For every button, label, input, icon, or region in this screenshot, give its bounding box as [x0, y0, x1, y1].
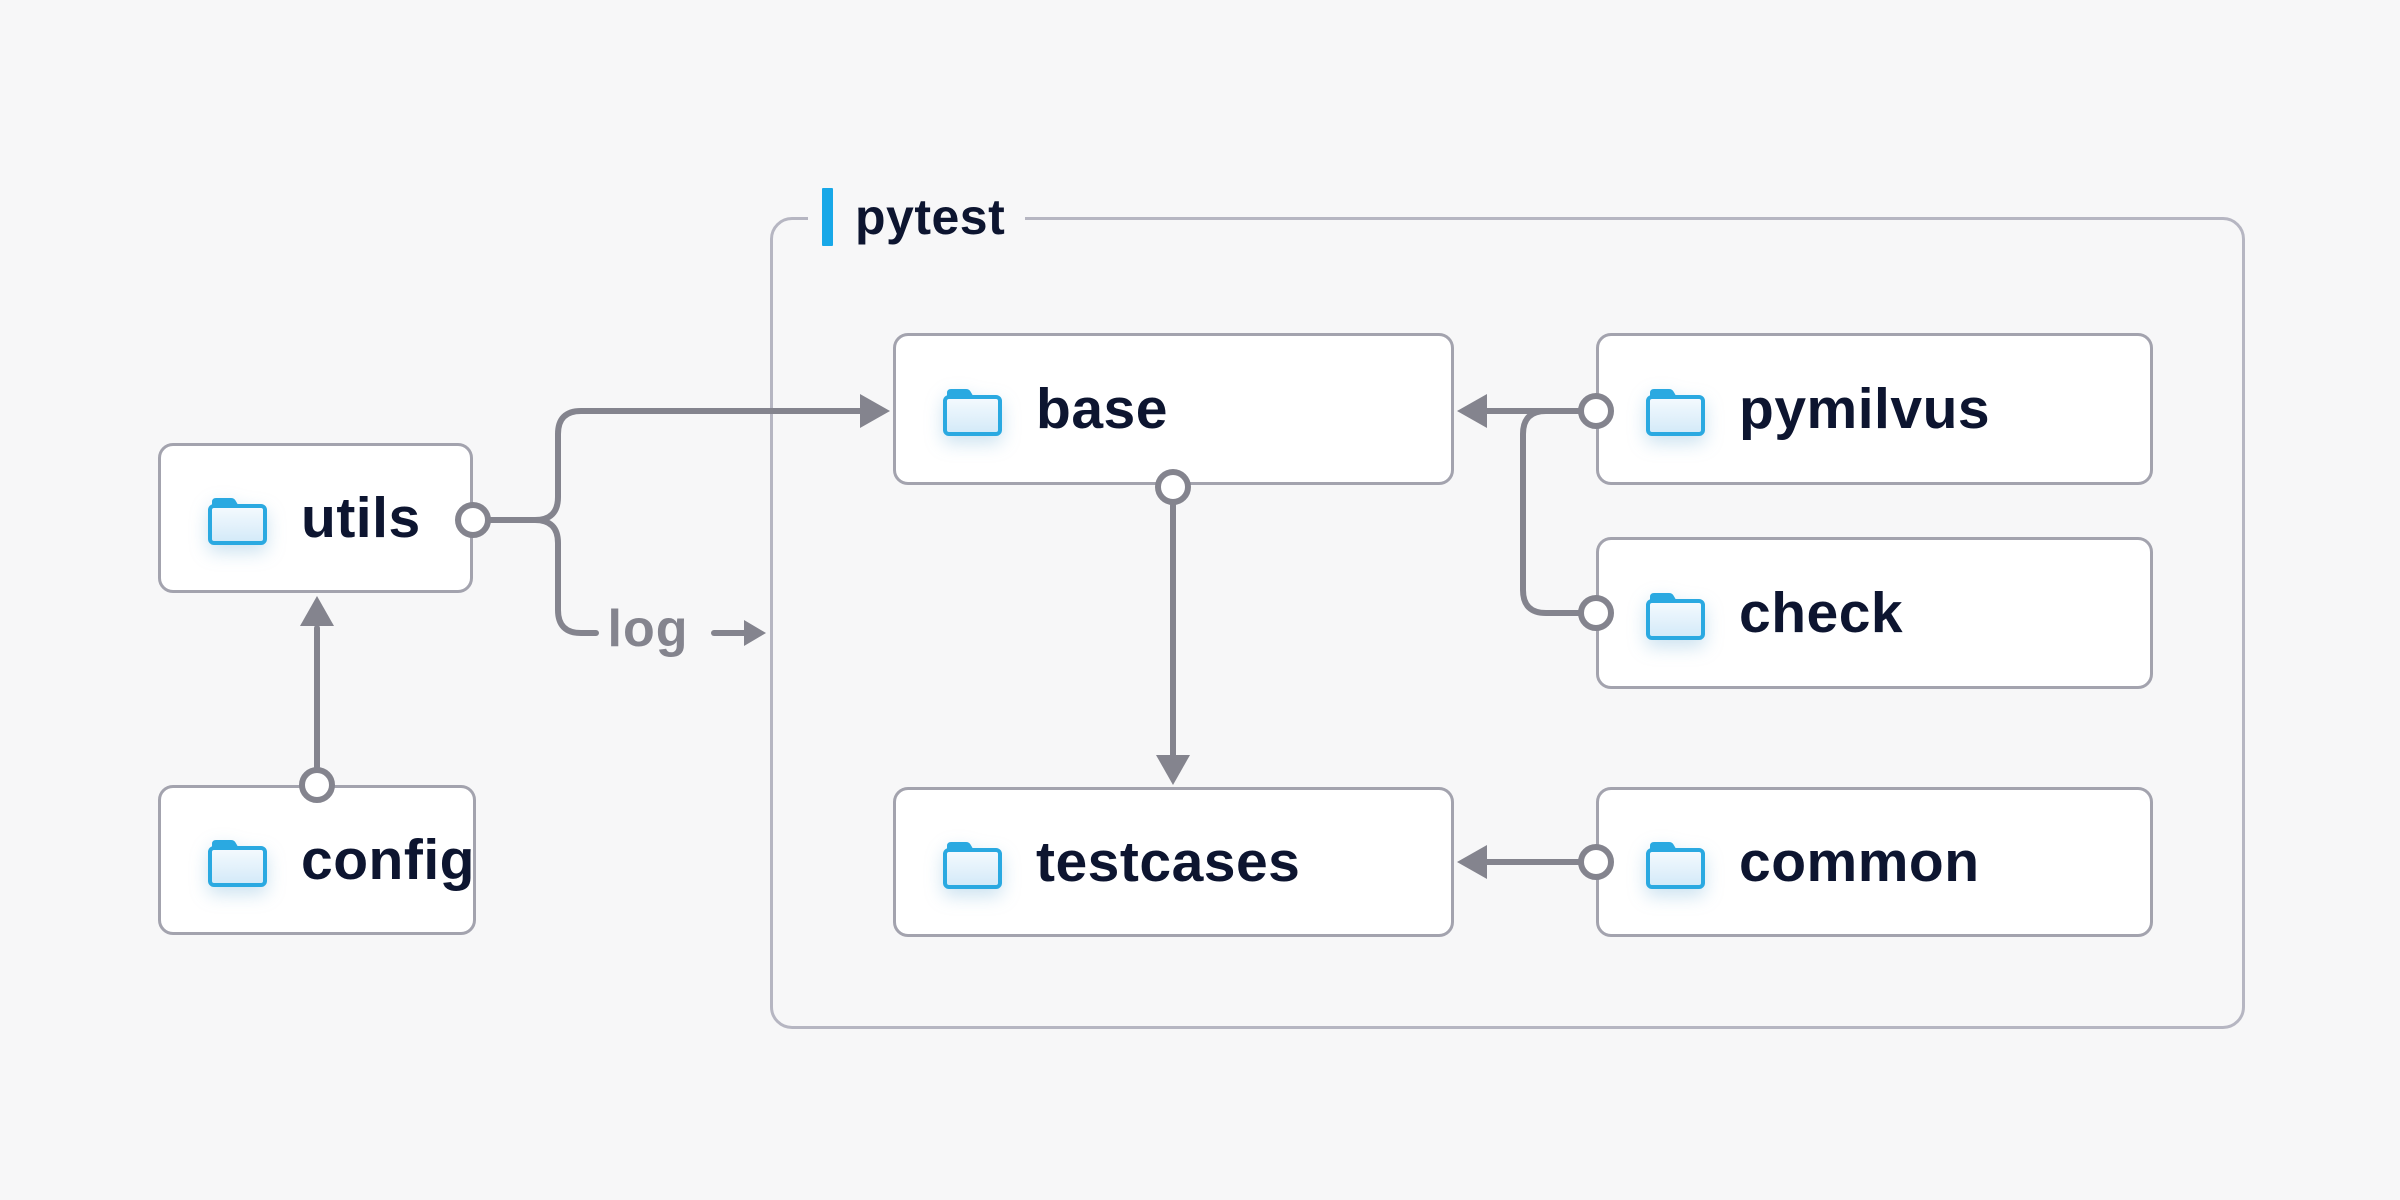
- edge-config-utils: [300, 596, 334, 771]
- folder-icon: [1643, 380, 1707, 438]
- edge-label-log: log: [607, 600, 689, 658]
- folder-icon: [940, 833, 1004, 891]
- node-label: check: [1739, 581, 1904, 645]
- pytest-group-title: pytest: [855, 189, 1006, 245]
- node-testcases: testcases: [893, 787, 1454, 937]
- accent-bar: [822, 188, 833, 246]
- node-common: common: [1596, 787, 2153, 937]
- node-label: common: [1739, 830, 1980, 894]
- folder-icon: [1643, 833, 1707, 891]
- pytest-group-container: [770, 217, 2245, 1029]
- node-label: utils: [301, 486, 421, 550]
- folder-icon: [940, 380, 1004, 438]
- node-config: config: [158, 785, 476, 935]
- folder-icon: [205, 831, 269, 889]
- folder-icon: [1643, 584, 1707, 642]
- node-utils: utils: [158, 443, 473, 593]
- node-label: base: [1036, 377, 1168, 441]
- node-check: check: [1596, 537, 2153, 689]
- node-label: config: [301, 828, 475, 892]
- node-label: testcases: [1036, 830, 1301, 894]
- folder-icon: [205, 489, 269, 547]
- node-label: pymilvus: [1739, 377, 1991, 441]
- pytest-group-label: pytest: [808, 186, 1026, 248]
- node-base: base: [893, 333, 1454, 485]
- node-pymilvus: pymilvus: [1596, 333, 2153, 485]
